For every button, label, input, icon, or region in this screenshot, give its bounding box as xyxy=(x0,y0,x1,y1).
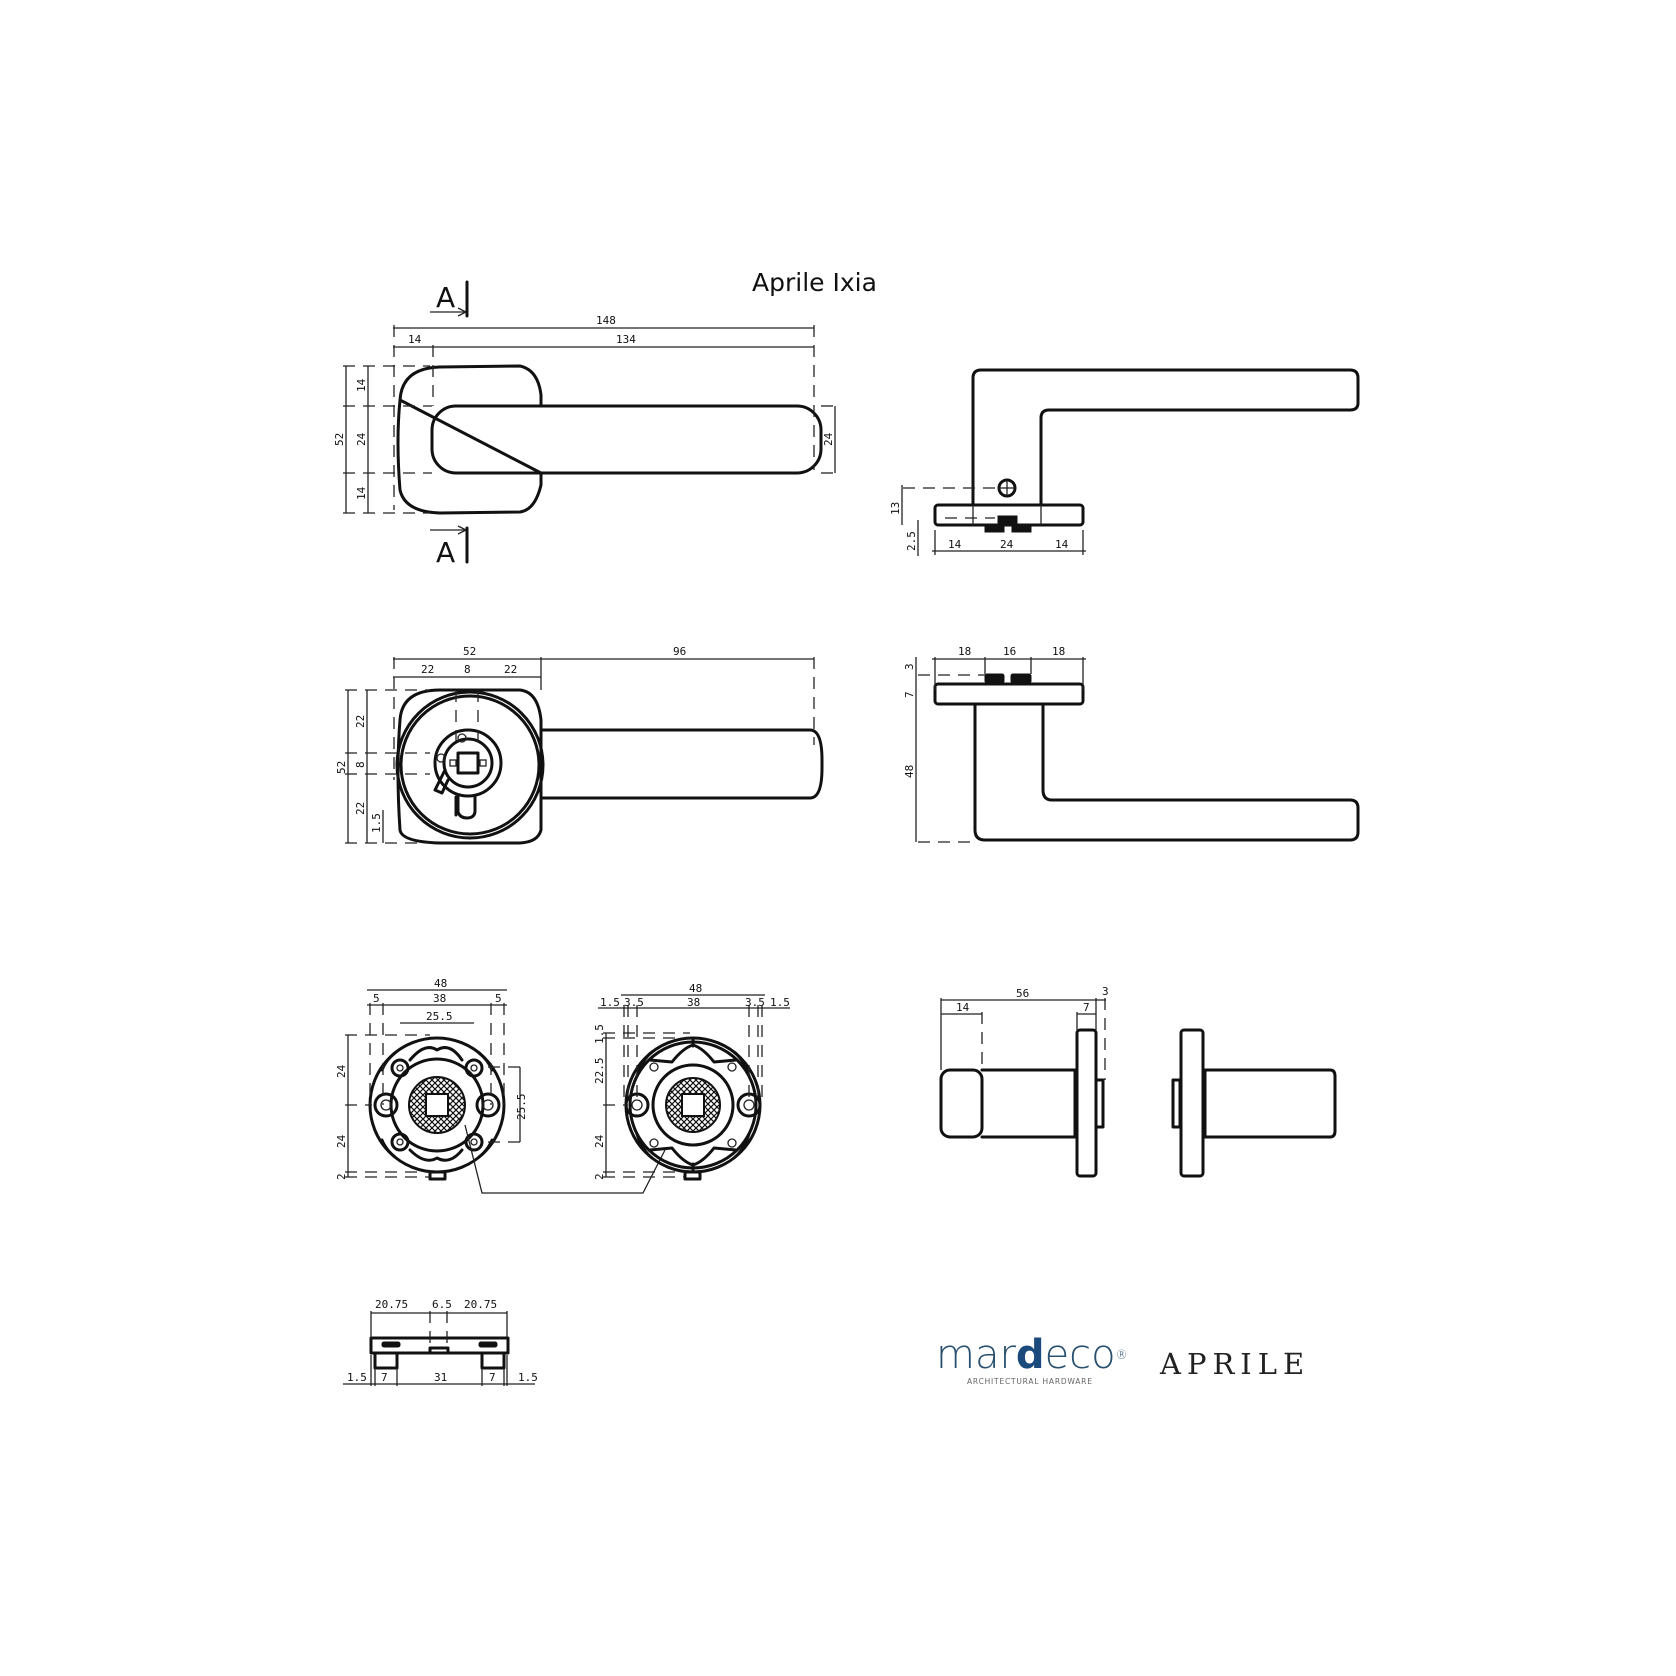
dim-middle: 24 xyxy=(1000,538,1014,551)
dim-lever-projection: 96 xyxy=(673,645,686,658)
dim-lever-length: 134 xyxy=(616,333,636,346)
dim-edge: 1.5 xyxy=(370,813,383,833)
rose-section: 20.75 6.5 20.75 1.5 7 31 7 1.5 xyxy=(343,1298,538,1386)
dim-vertical-hole-spacing: 25.5 xyxy=(515,1094,528,1121)
front-view: A A 148 14 134 52 14 xyxy=(333,280,840,569)
dim-middle: 16 xyxy=(1003,645,1016,658)
dim-top: 1.5 xyxy=(593,1024,606,1044)
dim-rose-depth: 2.5 xyxy=(905,531,918,551)
dim-right: 14 xyxy=(1055,538,1069,551)
dim-inset-right: 5 xyxy=(495,992,502,1005)
dim-rose-offset: 14 xyxy=(408,333,422,346)
dim-lower: 24 xyxy=(335,1134,348,1148)
mardeco-logo: mardeco® ARCHITECTURAL HARDWARE xyxy=(936,1335,1128,1386)
dim-rose-width: 52 xyxy=(463,645,476,658)
dim-bottom-margin: 14 xyxy=(355,486,368,500)
dim-rose-height: 52 xyxy=(333,433,346,446)
mardeco-suffix: eco xyxy=(1044,1332,1116,1378)
dim-inset-left: 5 xyxy=(373,992,380,1005)
dim-diameter: 48 xyxy=(689,982,702,995)
dim-inset-right: 3.5 xyxy=(745,996,765,1009)
dim-screw-height: 13 xyxy=(889,502,902,515)
dim-inset-left: 3.5 xyxy=(624,996,644,1009)
dim-right: 18 xyxy=(1052,645,1065,658)
dim-rose: 7 xyxy=(1083,1001,1090,1014)
dim-left: 18 xyxy=(958,645,971,658)
dim-rose-height: 52 xyxy=(335,761,348,774)
dim-span: 31 xyxy=(434,1371,447,1384)
dim-pin: 3 xyxy=(1102,985,1109,998)
dim-edge-left: 1.5 xyxy=(347,1371,367,1384)
dim-right: 22 xyxy=(504,663,517,676)
dim-upper: 22.5 xyxy=(593,1058,606,1085)
section-marker-bottom: A xyxy=(430,525,469,569)
profile-view-mirror xyxy=(1171,1028,1337,1178)
dim-outer-right: 1.5 xyxy=(770,996,790,1009)
dim-edge-right: 1.5 xyxy=(518,1371,538,1384)
dim-lower: 24 xyxy=(593,1134,606,1148)
aprile-logo: APRILE xyxy=(1160,1347,1311,1381)
side-view-top: 13 2.5 14 24 14 xyxy=(889,368,1360,556)
dim-spindle: 8 xyxy=(464,663,471,676)
dim-bottom: 2 xyxy=(593,1173,606,1180)
rose-base-right: 48 1.5 3.5 38 3.5 1.5 1.5 22.5 24 2 xyxy=(593,982,790,1181)
mardeco-bold: d xyxy=(1015,1332,1045,1378)
drawing-title: Aprile Ixia xyxy=(752,268,877,297)
dim-center: 6.5 xyxy=(432,1298,452,1311)
dim-rose-thickness: 7 xyxy=(903,691,916,698)
dim-overall: 56 xyxy=(1016,987,1029,1000)
dim-diameter: 48 xyxy=(434,977,447,990)
rose-base-left: 48 5 38 5 25.5 24 24 2 25.5 xyxy=(335,977,528,1181)
dim-right: 20.75 xyxy=(464,1298,497,1311)
dim-mid: 8 xyxy=(354,761,367,768)
side-view-bottom: 18 16 18 3 7 48 xyxy=(903,645,1360,843)
section-label: A xyxy=(436,536,455,569)
dim-lever-height-right: 24 xyxy=(822,432,835,446)
registered-mark: ® xyxy=(1115,1348,1128,1362)
section-label: A xyxy=(436,281,455,314)
dim-outer-left: 1.5 xyxy=(600,996,620,1009)
dim-grip: 14 xyxy=(956,1001,970,1014)
dim-left: 14 xyxy=(948,538,962,551)
section-marker-top: A xyxy=(430,280,469,318)
dim-hole-spacing: 25.5 xyxy=(426,1010,453,1023)
dim-bottom: 22 xyxy=(354,802,367,815)
leader-line xyxy=(464,1124,666,1194)
dim-inner: 38 xyxy=(433,992,446,1005)
mardeco-prefix: mar xyxy=(936,1332,1016,1378)
rear-view: 52 96 22 8 22 52 22 8 22 1.5 xyxy=(335,645,824,845)
dim-foot-left: 7 xyxy=(381,1371,388,1384)
dim-upper: 24 xyxy=(335,1064,348,1078)
dim-left: 20.75 xyxy=(375,1298,408,1311)
dim-overall-length: 148 xyxy=(596,314,616,327)
dim-top-margin: 14 xyxy=(355,378,368,392)
dim-left: 22 xyxy=(421,663,434,676)
dim-lever-height: 24 xyxy=(355,432,368,446)
dim-lever-drop: 48 xyxy=(903,765,916,778)
dim-pin-height: 3 xyxy=(903,663,916,670)
mardeco-tagline: ARCHITECTURAL HARDWARE xyxy=(967,1377,1093,1386)
dim-foot-right: 7 xyxy=(489,1371,496,1384)
dim-top: 22 xyxy=(354,715,367,728)
dim-inner: 38 xyxy=(687,996,700,1009)
profile-view: 56 14 7 3 xyxy=(939,985,1109,1178)
dim-bottom: 2 xyxy=(335,1173,348,1180)
